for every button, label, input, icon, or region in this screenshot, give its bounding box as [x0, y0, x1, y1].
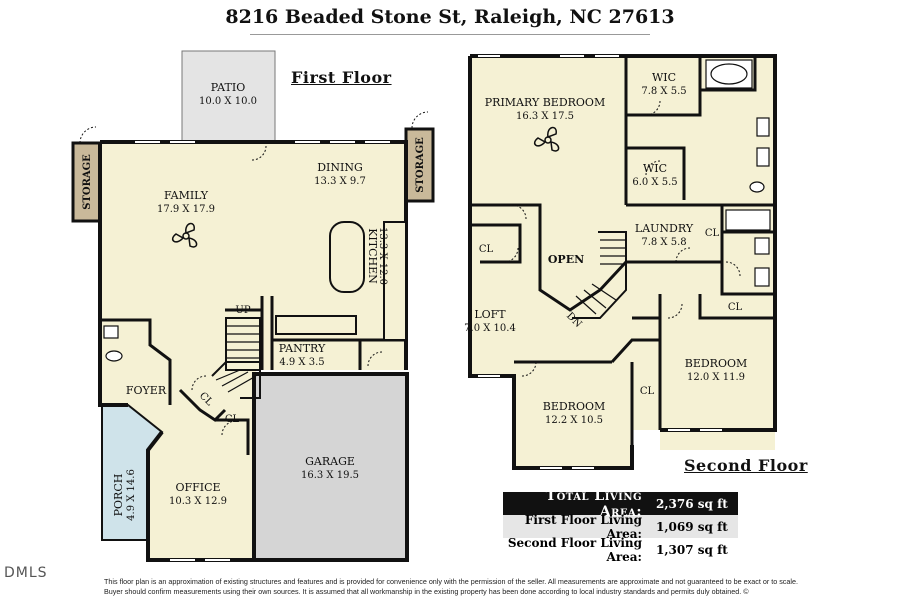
bedroom-bottom-dims: 12.2 X 10.5: [545, 415, 603, 426]
kitchen-island: [329, 221, 365, 293]
stairs-down-graphic: [572, 231, 627, 319]
family-dims: 17.9 X 17.9: [157, 204, 215, 215]
first-floor-doors: [79, 111, 429, 436]
first-floor-title: First Floor: [291, 68, 392, 87]
total-living-area-row: Total Living Area: 2,376 sq ft: [503, 488, 738, 520]
second-floor-interior-walls: [470, 56, 775, 445]
patio-dims: 10.0 X 10.0: [199, 96, 257, 107]
kitchen-counter: [383, 221, 407, 341]
second-floor-doors: [503, 100, 741, 377]
bedroom-bottom-label: BEDROOM: [543, 400, 606, 413]
wic-lower-label: WIC: [643, 162, 667, 175]
office-dims: 10.3 X 12.9: [169, 496, 227, 507]
porch-dims: 4.9 X 14.6: [126, 469, 137, 521]
second-floor-west-wall: [468, 56, 634, 470]
peninsula-counter: [275, 315, 357, 335]
patio-area: [181, 50, 276, 144]
wic-upper-label: WIC: [652, 71, 676, 84]
office-label: OFFICE: [175, 481, 220, 494]
bedroom-right-closet-label: CL: [728, 302, 743, 313]
primary-bath-fixtures-icon: [705, 59, 771, 287]
total-living-area-label: Total Living Area:: [545, 487, 642, 520]
bedroom-bottom-closet-label: CL: [640, 386, 655, 397]
second-floor-area-value: 1,307 sq ft: [656, 542, 728, 557]
family-label: FAMILY: [164, 189, 209, 202]
storage-left-label: STORAGE: [82, 154, 93, 210]
dining-dims: 13.3 X 9.7: [314, 176, 366, 187]
garage-dims: 16.3 X 19.5: [301, 470, 359, 481]
first-floor-windows: [135, 141, 390, 561]
wic-lower-dims: 6.0 X 5.5: [632, 177, 677, 188]
second-floor-title: Second Floor: [684, 456, 808, 475]
dining-label: DINING: [317, 161, 363, 174]
laundry-dims: 7.8 X 5.8: [641, 237, 686, 248]
dmls-watermark: DMLS: [4, 565, 48, 581]
first-floor-area-value: 1,069 sq ft: [656, 519, 728, 534]
stairs-up-graphic: [211, 317, 261, 399]
foyer-label: FOYER: [126, 384, 167, 397]
wic-upper-dims: 7.8 X 5.5: [641, 86, 686, 97]
pantry-label: PANTRY: [279, 342, 326, 355]
title-rule: [250, 34, 650, 35]
primary-bedroom-label: PRIMARY BEDROOM: [485, 96, 605, 109]
loft-closet-label: CL: [479, 244, 494, 255]
first-floor-area-row: First Floor Living Area: 1,069 sq ft: [503, 512, 738, 541]
open-label: OPEN: [548, 253, 584, 266]
patio-label: PATIO: [211, 81, 245, 94]
loft-dims: 7.0 X 10.4: [464, 323, 516, 334]
primary-bedroom-ceiling-fan-icon: [533, 126, 560, 152]
laundry-closet-label: CL: [705, 228, 720, 239]
first-floor-plan: PATIO 10.0 X 10.0 FAMILY 17.9 X 17.9 DIN…: [71, 50, 435, 562]
loft-label: LOFT: [474, 308, 506, 321]
storage-right-label: STORAGE: [415, 137, 426, 193]
second-floor-area-label: Second Floor Living Area:: [507, 535, 642, 564]
second-floor-plan: PRIMARY BEDROOM 16.3 X 17.5 WIC 7.8 X 5.…: [464, 54, 777, 470]
garage-area: [252, 372, 409, 562]
pantry-dims: 4.9 X 3.5: [279, 357, 324, 368]
living-area-summary: Total Living Area: 2,376 sq ft First Flo…: [503, 488, 738, 564]
bedroom-right-dims: 12.0 X 11.9: [687, 372, 745, 383]
total-living-area-value: 2,376 sq ft: [656, 496, 728, 511]
disclaimer-text: This floor plan is an approximation of e…: [104, 577, 798, 596]
garage-label: GARAGE: [305, 455, 355, 468]
second-floor-fill: [470, 56, 775, 468]
stairs-up-label: UP: [235, 305, 250, 316]
storage-right-area: [404, 127, 435, 203]
bedroom-right-label: BEDROOM: [685, 357, 748, 370]
first-floor-area-label: First Floor Living Area:: [524, 512, 642, 541]
kitchen-dims: 13.3 X 12.0: [377, 227, 388, 285]
kitchen-label: KITCHEN: [366, 228, 379, 284]
office-closet-label: CL: [225, 414, 240, 425]
family-ceiling-fan-icon: [171, 222, 198, 248]
address-title: 8216 Beaded Stone St, Raleigh, NC 27613: [225, 6, 675, 28]
primary-bedroom-dims: 16.3 X 17.5: [516, 111, 574, 122]
second-floor-area-row: Second Floor Living Area: 1,307 sq ft: [503, 535, 738, 564]
second-floor-windows: [478, 55, 722, 469]
porch-label: PORCH: [112, 474, 125, 517]
first-floor-interior-walls: [100, 296, 406, 455]
powder-room-fixtures-icon: [103, 325, 123, 362]
laundry-label: LAUNDRY: [635, 222, 694, 235]
